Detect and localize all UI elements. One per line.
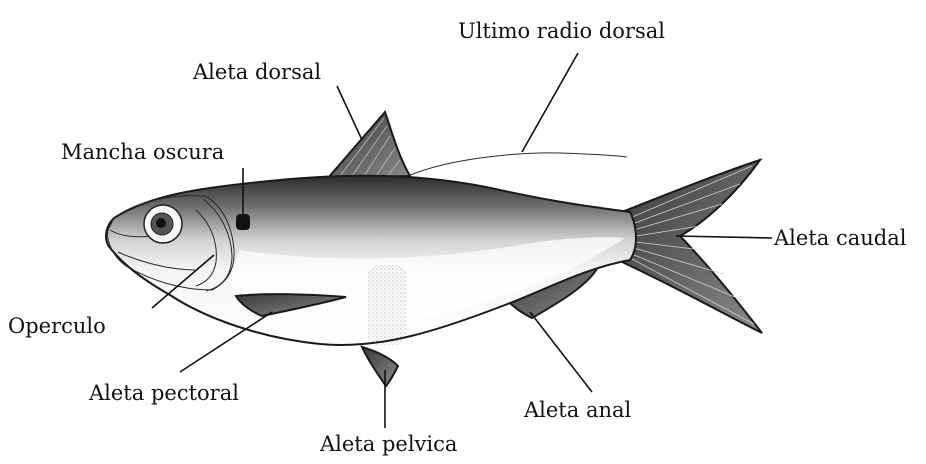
label-ultimo-radio-dorsal: Ultimo radio dorsal xyxy=(458,19,665,43)
eye-pupil xyxy=(156,218,166,228)
pelvic-fin-shape xyxy=(362,347,398,386)
label-aleta-pelvica: Aleta pelvica xyxy=(319,432,457,456)
scale-patch xyxy=(368,265,406,345)
label-aleta-pectoral: Aleta pectoral xyxy=(88,381,239,405)
leader-aleta-anal xyxy=(530,312,592,392)
dark-spot xyxy=(236,214,250,230)
leader-aleta-dorsal xyxy=(337,86,362,140)
label-mancha-oscura: Mancha oscura xyxy=(61,140,224,164)
label-aleta-anal: Aleta anal xyxy=(523,398,632,422)
leader-ultimo-radio-dorsal xyxy=(522,53,578,152)
last-dorsal-ray xyxy=(408,153,627,176)
caudal-fin-shape xyxy=(622,160,762,333)
leader-aleta-caudal xyxy=(676,236,772,238)
label-operculo: Operculo xyxy=(8,314,106,338)
label-aleta-dorsal: Aleta dorsal xyxy=(192,60,321,84)
label-aleta-caudal: Aleta caudal xyxy=(773,226,907,250)
